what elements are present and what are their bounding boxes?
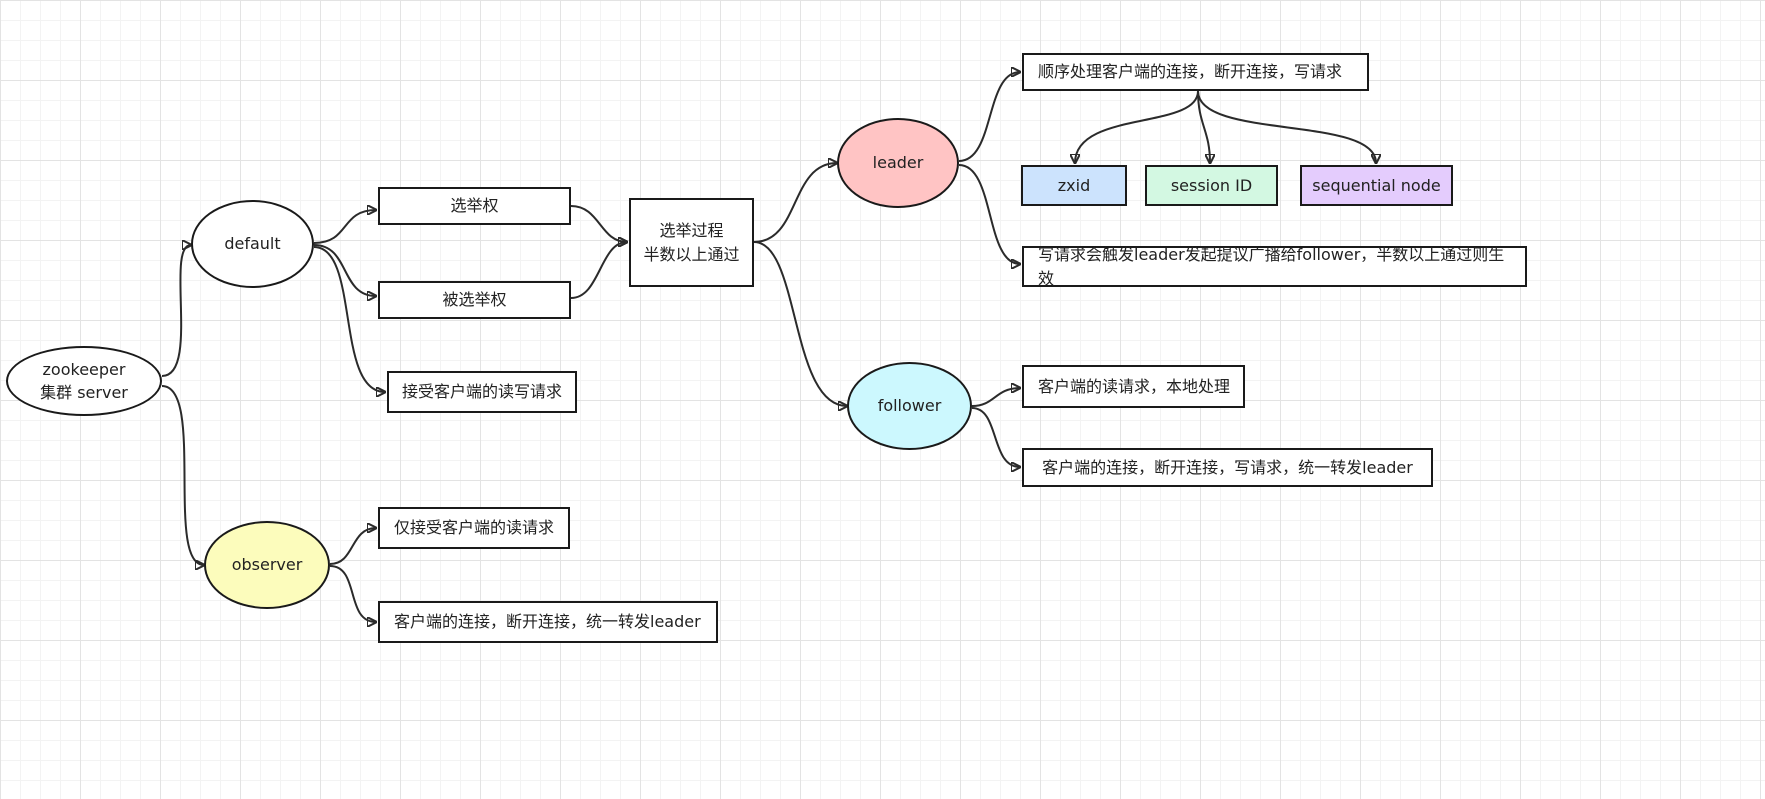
edge-default-jieshou [313, 246, 385, 392]
node-leader: leader [837, 118, 959, 208]
edge-shunxu-zxid [1075, 90, 1199, 163]
node-dujiqingqiu: 客户端的读请求，本地处理 [1022, 365, 1245, 408]
edge-beixuanju-guocheng [570, 242, 627, 299]
node-jieshou: 接受客户端的读写请求 [387, 371, 577, 413]
edge-zookeeper-default [161, 245, 191, 377]
node-zookeeper: zookeeper 集群 server [6, 346, 162, 416]
node-sequential-node: sequential node [1300, 165, 1453, 206]
node-observer: observer [204, 521, 330, 609]
edge-default-beixuanju [313, 244, 376, 296]
node-default: default [191, 200, 314, 288]
edge-follower-fwd [971, 407, 1020, 467]
node-follower-forward: 客户端的连接，断开连接，写请求，统一转发leader [1022, 448, 1433, 487]
edge-xuanju-guocheng [570, 205, 627, 242]
edge-follower-dujiqingqiu [971, 388, 1020, 407]
node-shunxu: 顺序处理客户端的连接，断开连接，写请求 [1022, 53, 1369, 91]
node-xieqingqiu: 写请求会触发leader发起提议广播给follower，半数以上通过则生效 [1022, 245, 1527, 288]
edge-default-xuanju [313, 210, 376, 244]
edge-leader-shunxu [958, 72, 1020, 162]
node-observer-forward: 客户端的连接，断开连接，统一转发leader [378, 601, 718, 643]
node-xuanju: 选举权 [378, 187, 571, 225]
node-observer-read: 仅接受客户端的读请求 [378, 507, 570, 549]
node-beixuanju: 被选举权 [378, 281, 571, 319]
edge-leader-xieqingqiu [958, 164, 1020, 264]
edge-shunxu-session [1197, 90, 1210, 163]
edge-guocheng-follower [753, 241, 847, 406]
edge-observer-read [329, 528, 376, 565]
edge-zookeeper-observer [161, 385, 204, 565]
edge-observer-fwd [329, 565, 376, 622]
edge-shunxu-sequential [1197, 90, 1376, 163]
edge-guocheng-leader [753, 163, 837, 243]
node-follower: follower [847, 362, 972, 450]
node-session-id: session ID [1145, 165, 1278, 206]
node-zxid: zxid [1021, 165, 1127, 206]
node-guocheng: 选举过程 半数以上通过 [629, 198, 754, 287]
